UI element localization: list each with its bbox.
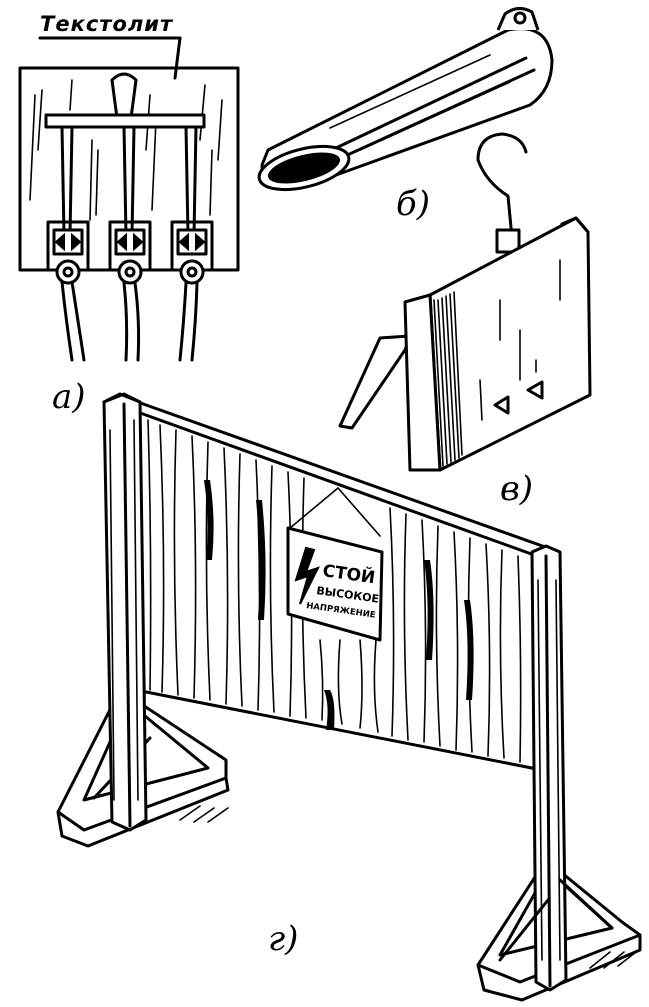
terminal-lug-right-hole — [186, 266, 198, 278]
switch-blade-right-b — [192, 125, 198, 237]
label-v: в) — [500, 469, 533, 509]
left-post-grain — [109, 419, 139, 801]
contact-clip-right — [176, 228, 208, 256]
switch-crossbar — [44, 113, 206, 129]
left-post-edge — [122, 402, 132, 828]
switch-blade-middle-b — [130, 125, 136, 237]
right-post-edge — [544, 554, 552, 988]
cap-eye-hole — [513, 11, 527, 25]
pad-top-lip — [560, 216, 590, 234]
hanger-hook-icon — [476, 132, 528, 240]
lightning-bolt-icon — [294, 546, 320, 605]
cable-left-b — [70, 280, 86, 362]
contact-clip-left — [52, 228, 84, 256]
pad-arrow-2 — [526, 380, 544, 400]
left-foot-base — [56, 776, 230, 848]
insulating-pad: в) — [338, 132, 592, 509]
wood-dark-streaks — [204, 480, 474, 730]
left-post-cap — [102, 392, 142, 404]
right-foot-base — [476, 933, 642, 1002]
terminal-lug-middle — [117, 259, 143, 285]
insulating-cap: б) — [257, 7, 554, 224]
cable-left-a — [60, 280, 74, 362]
cable-middle-a — [122, 281, 129, 362]
fence-screen: СТОЙ ВЫСОКОЕ НАПРЯЖЕНИЕ г) — [56, 392, 642, 1002]
terminal-lug-left — [55, 259, 81, 285]
switch-blade-right-a — [184, 125, 190, 237]
cap-eye — [496, 7, 540, 31]
pad-surface-hatching — [479, 259, 561, 421]
ground-hatching — [179, 805, 637, 969]
sign-wire — [289, 486, 381, 537]
terminal-lug-left-hole — [62, 266, 74, 278]
terminal-lug-middle-hole — [124, 266, 136, 278]
plate-hatching — [29, 79, 223, 221]
textolite-switch-plate: Текстолит — [18, 12, 240, 417]
pad-arrow-1 — [493, 395, 510, 415]
plate-slot-middle — [108, 220, 152, 272]
panel-top-rail — [130, 408, 550, 562]
cable-right-b — [190, 281, 199, 362]
right-post-grain — [537, 579, 561, 961]
textolite-callout: Текстолит — [40, 12, 174, 36]
callout-leader — [173, 36, 182, 80]
label-g: г) — [268, 919, 298, 959]
pad-side-handle — [338, 334, 412, 430]
label-a: а) — [52, 377, 86, 417]
plate-outline — [18, 66, 240, 272]
wood-grain — [147, 419, 522, 763]
switch-blade-left-a — [60, 125, 66, 237]
cap-opening — [267, 152, 341, 184]
switch-blade-left-b — [68, 125, 74, 237]
hook-mount — [495, 228, 521, 254]
switch-blade-middle-a — [122, 125, 128, 237]
right-foot-brace — [498, 898, 550, 962]
switch-handle — [110, 72, 138, 120]
cap-shine — [329, 54, 491, 129]
terminal-lug-right — [179, 259, 205, 285]
label-b: б) — [396, 184, 430, 224]
right-foot-brace-2 — [558, 878, 614, 930]
plate-slot-right — [170, 220, 214, 272]
cap-shine-2 — [359, 81, 511, 151]
cable-right-a — [178, 281, 188, 362]
cable-middle-b — [133, 281, 141, 362]
pad-edge-hatching — [433, 291, 463, 467]
plate-slot-left — [46, 220, 90, 272]
pad-front-edge — [403, 293, 442, 472]
contact-clip-middle — [114, 228, 146, 256]
